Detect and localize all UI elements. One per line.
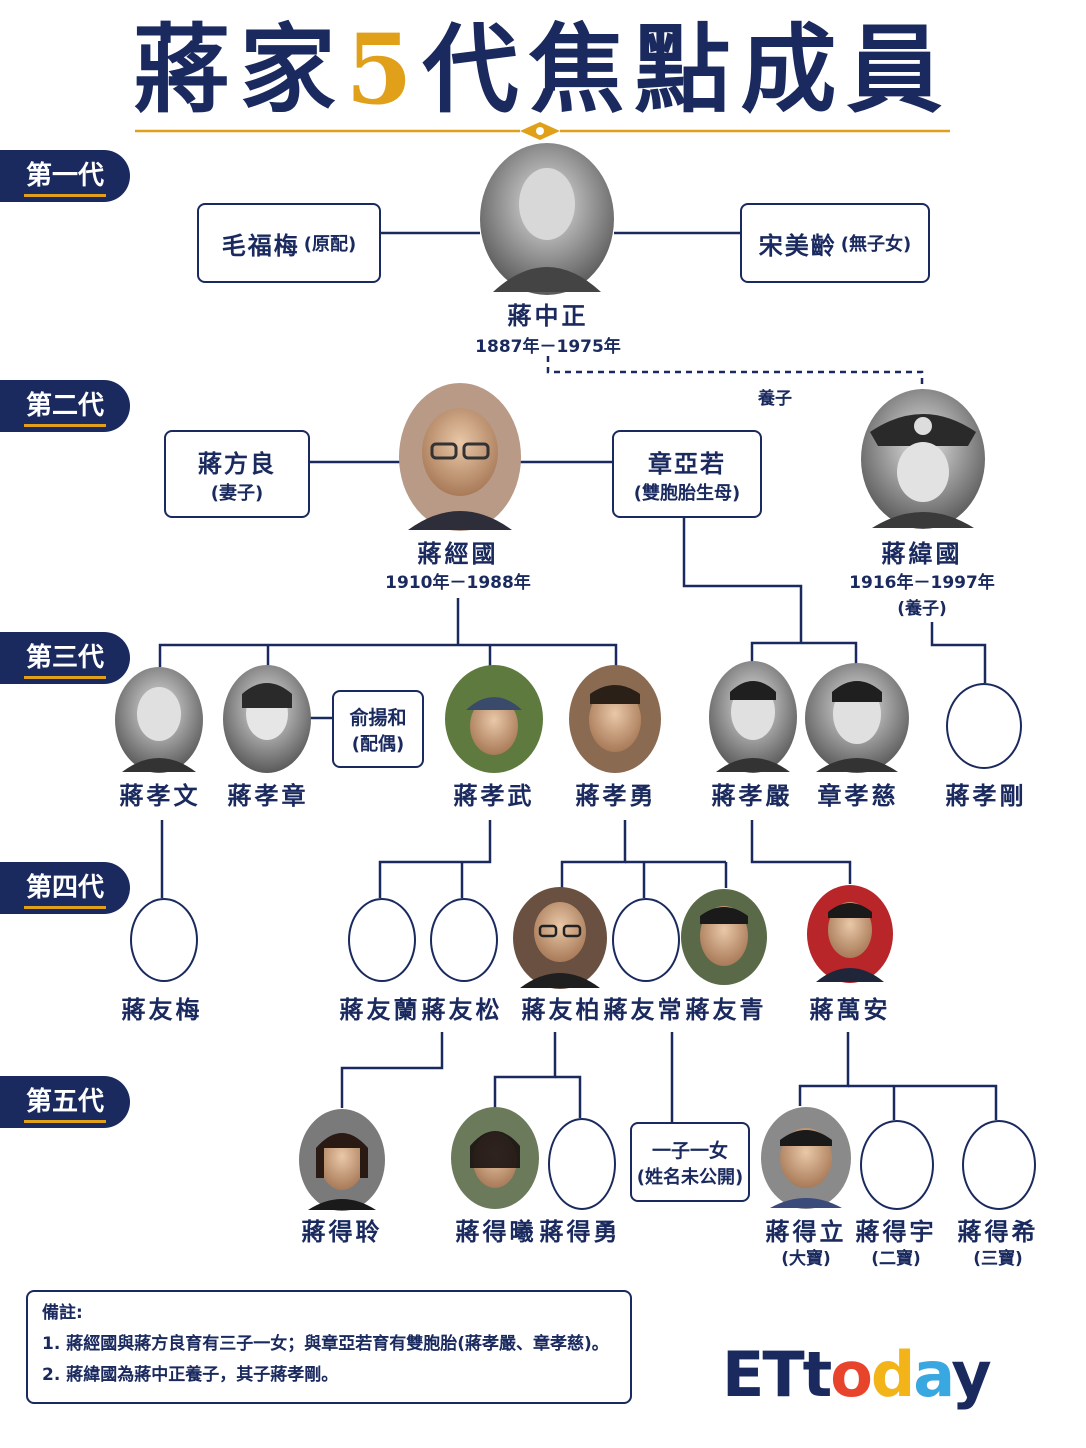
gen-label-1: 第一代 — [0, 150, 130, 202]
spouse-box-soong: 宋美齡(無子女) — [740, 203, 930, 283]
logo-letter: y — [951, 1338, 991, 1411]
placeholder-youlan — [348, 898, 416, 982]
name-deyong: 蔣得勇 — [539, 1218, 621, 1246]
name-xiaoyan: 蔣孝嚴 — [711, 782, 793, 810]
notes-box: 備註: 1. 蔣經國與蔣方良育有三子一女；與章亞若育有雙胞胎(蔣孝嚴、章孝慈)。… — [26, 1290, 632, 1404]
years-weikuo: 1916年－1997年 — [849, 573, 995, 593]
name-youqing: 蔣友青 — [685, 996, 767, 1024]
portrait-weikuo — [861, 389, 985, 529]
name-zhangxiaoci: 章孝慈 — [817, 782, 899, 810]
gen-label-3: 第三代 — [0, 632, 130, 684]
name-xiaowen: 蔣孝文 — [119, 782, 201, 810]
gen-label-4: 第四代 — [0, 862, 130, 914]
portrait-xiaoyan — [709, 661, 797, 773]
placeholder-yousong — [430, 898, 498, 982]
name-youbo: 蔣友柏 — [521, 996, 603, 1024]
portrait-youbo — [513, 887, 607, 989]
portrait-deli — [761, 1107, 851, 1209]
name-xiaowu: 蔣孝武 — [453, 782, 535, 810]
note-weikuo: (養子) — [897, 599, 947, 619]
logo-letter: d — [870, 1338, 915, 1411]
name-chingkuo: 蔣經國 — [417, 540, 499, 568]
ettoday-logo: ETtoday — [722, 1338, 992, 1411]
logo-letter: E — [722, 1338, 764, 1411]
note-deyu: (二寶) — [871, 1249, 921, 1269]
spouse-box-yu: 俞揚和(配偶) — [332, 690, 424, 768]
portrait-dexi — [451, 1107, 539, 1209]
placeholder-deyu — [860, 1120, 934, 1210]
name-dexi: 蔣得曦 — [455, 1218, 537, 1246]
logo-letter: t — [802, 1338, 833, 1411]
notes-heading: 備註: — [42, 1303, 83, 1323]
name-deling: 蔣得聆 — [301, 1218, 383, 1246]
name-xiaogang: 蔣孝剛 — [945, 782, 1027, 810]
name-xiaozhang: 蔣孝章 — [227, 782, 309, 810]
years-chiang: 1887年－1975年 — [475, 337, 621, 357]
logo-letter: a — [913, 1338, 953, 1411]
portrait-wanan — [807, 885, 893, 983]
name-deyu: 蔣得宇 — [855, 1218, 937, 1246]
portrait-xiaowen — [115, 667, 203, 773]
spouse-box-fang: 蔣方良(妻子) — [164, 430, 310, 518]
logo-letter: T — [762, 1338, 804, 1411]
gen-label-2: 第二代 — [0, 380, 130, 432]
placeholder-youchang — [612, 898, 680, 982]
spouse-box-mao: 毛福梅(原配) — [197, 203, 381, 283]
name-dexi2: 蔣得希 — [957, 1218, 1039, 1246]
name-yousong: 蔣友松 — [421, 996, 503, 1024]
portrait-chingkuo — [399, 383, 521, 531]
placeholder-deyong — [548, 1118, 616, 1210]
name-wanan: 蔣萬安 — [809, 996, 891, 1024]
portrait-deling — [299, 1109, 385, 1211]
portrait-xiaowu — [445, 665, 543, 773]
name-chiang: 蔣中正 — [507, 302, 589, 330]
name-youmei: 蔣友梅 — [121, 996, 203, 1024]
placeholder-youmei — [130, 898, 198, 982]
adopt-label: 養子 — [758, 389, 792, 409]
note-dexi2: (三寶) — [973, 1249, 1023, 1269]
portrait-xiaoyong — [569, 665, 661, 773]
name-weikuo: 蔣緯國 — [881, 540, 963, 568]
name-deli: 蔣得立 — [765, 1218, 847, 1246]
name-youlan: 蔣友蘭 — [339, 996, 421, 1024]
spouse-box-chang: 章亞若(雙胞胎生母) — [612, 430, 762, 518]
notes-item-2: 2. 蔣緯國為蔣中正養子，其子蔣孝剛。 — [42, 1365, 339, 1385]
years-chingkuo: 1910年－1988年 — [385, 573, 531, 593]
portrait-xiaozhang — [223, 665, 311, 773]
placeholder-dexi2 — [962, 1120, 1036, 1210]
gen-label-5: 第五代 — [0, 1076, 130, 1128]
name-youchang: 蔣友常 — [603, 996, 685, 1024]
portrait-zhangxiaoci — [805, 663, 909, 773]
portrait-chiang — [480, 143, 614, 295]
box-unnamed-children: 一子一女(姓名未公開) — [630, 1122, 750, 1202]
page-title: 蔣家5代焦點成員 — [133, 13, 953, 126]
portrait-youqing — [681, 889, 767, 985]
name-xiaoyong: 蔣孝勇 — [575, 782, 657, 810]
logo-letter: o — [830, 1338, 873, 1411]
notes-item-1: 1. 蔣經國與蔣方良育有三子一女；與章亞若育有雙胞胎(蔣孝嚴、章孝慈)。 — [42, 1334, 609, 1354]
title-ornament — [520, 122, 560, 140]
placeholder-xiaogang — [946, 683, 1022, 769]
note-deli: (大寶) — [781, 1249, 831, 1269]
